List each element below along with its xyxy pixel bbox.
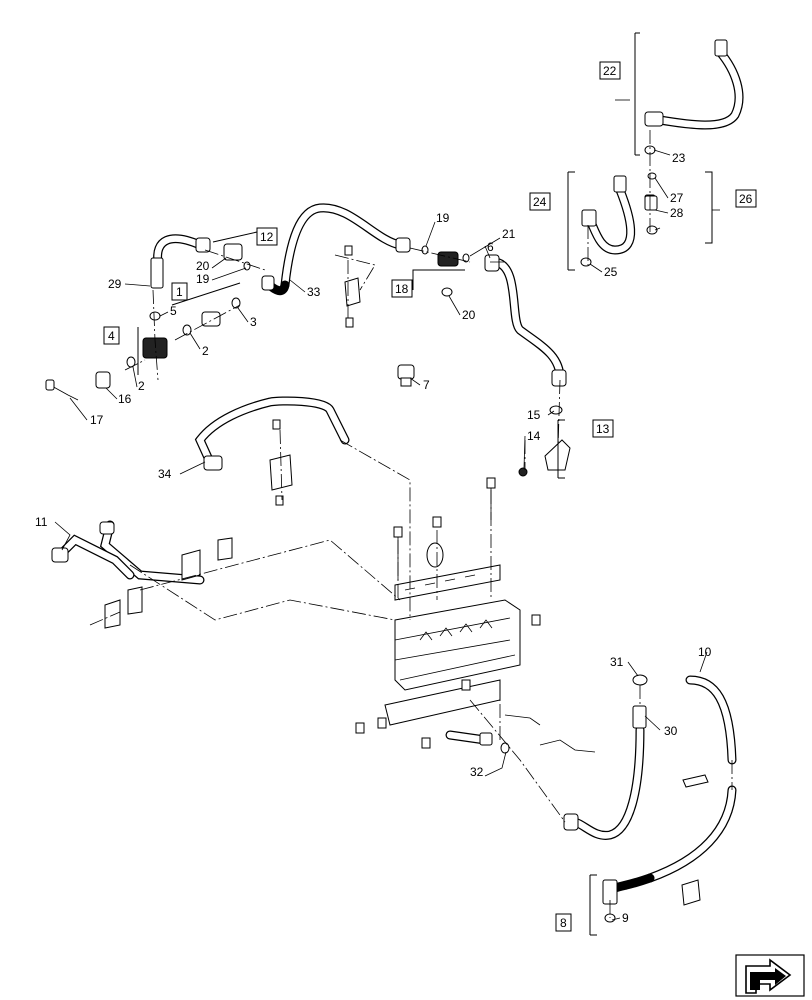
- plug-7: [397, 364, 415, 387]
- svg-text:24: 24: [533, 195, 547, 209]
- assembly-box-13: 13: [592, 419, 614, 438]
- connection-lines: [89, 130, 733, 918]
- svg-text:18: 18: [395, 282, 409, 296]
- hose-top-center: [261, 203, 411, 296]
- hose-6-13: [484, 254, 567, 387]
- manifold-block: [384, 564, 521, 726]
- callout-19a: 19: [196, 272, 210, 286]
- callout-33: 33: [307, 285, 321, 299]
- tube-11: [51, 520, 205, 585]
- assembly-box-22: 22: [599, 61, 621, 80]
- callout-31: 31: [610, 655, 624, 669]
- callout-14: 14: [527, 429, 541, 443]
- callout-30: 30: [664, 724, 678, 738]
- callout-9: 9: [622, 911, 629, 925]
- svg-text:4: 4: [108, 329, 115, 343]
- hose-10: [602, 675, 737, 905]
- callout-27: 27: [670, 191, 684, 205]
- callout-20b: 20: [462, 308, 476, 322]
- valve-group-4: [45, 243, 251, 401]
- callout-32: 32: [470, 765, 484, 779]
- callout-17: 17: [90, 413, 104, 427]
- hose-top-right: [644, 39, 744, 130]
- assembly-box-1: 1: [171, 282, 188, 301]
- callout-2b: 2: [138, 379, 145, 393]
- assembly-box-24: 24: [529, 192, 551, 211]
- callout-19b: 19: [436, 211, 450, 225]
- tee-fitting-18: [421, 245, 470, 297]
- svg-text:12: 12: [260, 230, 274, 244]
- fitting-22-26: [580, 145, 658, 267]
- mounting-bolts: [272, 245, 541, 749]
- callout-15: 15: [527, 408, 541, 422]
- callout-3: 3: [250, 315, 257, 329]
- callout-2a: 2: [202, 344, 209, 358]
- callout-29: 29: [108, 277, 122, 291]
- tube-34: [194, 396, 350, 471]
- svg-text:22: 22: [603, 64, 617, 78]
- hose-30: [563, 705, 647, 840]
- assembly-labels: 22 24 26 12 1 4 18 13: [103, 61, 757, 932]
- assembly-box-26: 26: [735, 189, 757, 208]
- callout-6: 6: [487, 240, 494, 254]
- callout-25: 25: [604, 265, 618, 279]
- hose-24: [581, 175, 656, 255]
- callout-23: 23: [672, 151, 686, 165]
- assembly-box-8: 8: [555, 913, 572, 932]
- assembly-box-12: 12: [256, 227, 278, 246]
- callout-7: 7: [423, 378, 430, 392]
- assembly-box-18: 18: [391, 279, 413, 298]
- callout-20a: 20: [196, 259, 210, 273]
- callout-5: 5: [170, 304, 177, 318]
- hose-29-20: [150, 234, 211, 289]
- callout-34: 34: [158, 467, 172, 481]
- callout-28: 28: [670, 206, 684, 220]
- svg-text:1: 1: [176, 285, 183, 299]
- callout-labels: 29 5 3 2 2 16 17 20 19 33 19 21 6 20 7 1…: [35, 151, 712, 925]
- callout-11: 11: [35, 515, 48, 529]
- arrow-direction-icon[interactable]: [735, 954, 805, 997]
- tube-32-right: [445, 714, 596, 753]
- leader-lines: [54, 99, 720, 921]
- brackets: [104, 277, 709, 906]
- callout-21: 21: [502, 227, 516, 241]
- callout-10: 10: [698, 645, 712, 659]
- assembly-box-4: 4: [103, 326, 120, 345]
- svg-text:26: 26: [739, 192, 753, 206]
- fittings-30-31-32: [500, 674, 648, 923]
- svg-text:13: 13: [596, 422, 610, 436]
- svg-text:8: 8: [560, 916, 567, 930]
- assembly-brackets: [137, 32, 713, 936]
- callout-16: 16: [118, 392, 132, 406]
